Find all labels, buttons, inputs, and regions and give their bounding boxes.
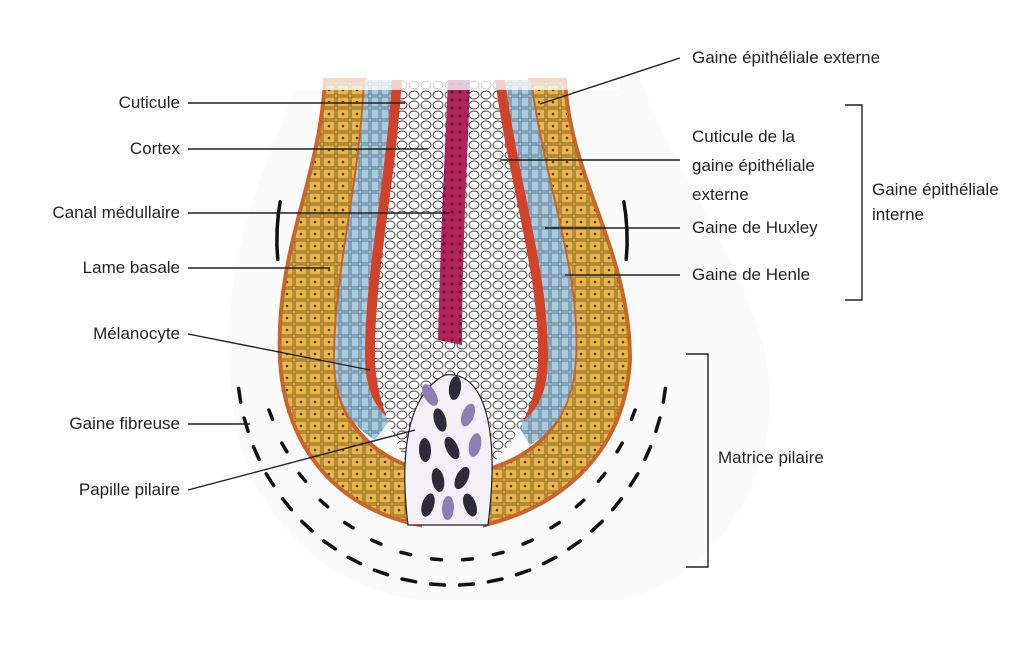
label-cuticule-gaine-line3: externe xyxy=(692,180,815,209)
fibrous-dash xyxy=(239,388,241,402)
label-cuticule-gaine: Cuticule de la gaine épithéliale externe xyxy=(692,122,815,209)
label-canal-medullaire: Canal médullaire xyxy=(52,201,180,225)
fibrous-dash xyxy=(460,584,474,585)
label-cortex: Cortex xyxy=(130,137,180,161)
fibrous-dash xyxy=(624,202,626,216)
label-lame-basale: Lame basale xyxy=(83,256,180,280)
fibrous-dash xyxy=(431,584,445,585)
label-interne-line2: interne xyxy=(872,202,999,227)
fibrous-dash xyxy=(277,216,278,230)
label-interne-line1: Gaine épithéliale xyxy=(872,177,999,202)
label-gaine-henle: Gaine de Henle xyxy=(692,263,810,287)
label-cuticule-gaine-line2: gaine épithéliale xyxy=(692,151,815,180)
label-papille-pilaire: Papille pilaire xyxy=(79,478,180,502)
fibrous-dash xyxy=(663,388,665,402)
label-gaine-epitheliale-externe: Gaine épithéliale externe xyxy=(692,46,880,70)
fibrous-dash xyxy=(493,552,503,554)
fibrous-dash xyxy=(463,559,473,560)
label-gaine-fibreuse: Gaine fibreuse xyxy=(69,412,180,436)
label-gaine-huxley: Gaine de Huxley xyxy=(692,216,818,240)
bracket-interne xyxy=(845,105,862,300)
label-cuticule: Cuticule xyxy=(119,91,180,115)
fibrous-dash xyxy=(277,246,278,260)
fibrous-dash xyxy=(401,552,411,554)
fibrous-dash xyxy=(626,246,627,260)
fibrous-dash xyxy=(432,559,442,560)
label-cuticule-gaine-line1: Cuticule de la xyxy=(692,122,815,151)
label-matrice-pilaire: Matrice pilaire xyxy=(718,446,824,470)
label-gaine-epitheliale-interne: Gaine épithéliale interne xyxy=(872,177,999,227)
label-melanocyte: Mélanocyte xyxy=(93,322,180,346)
